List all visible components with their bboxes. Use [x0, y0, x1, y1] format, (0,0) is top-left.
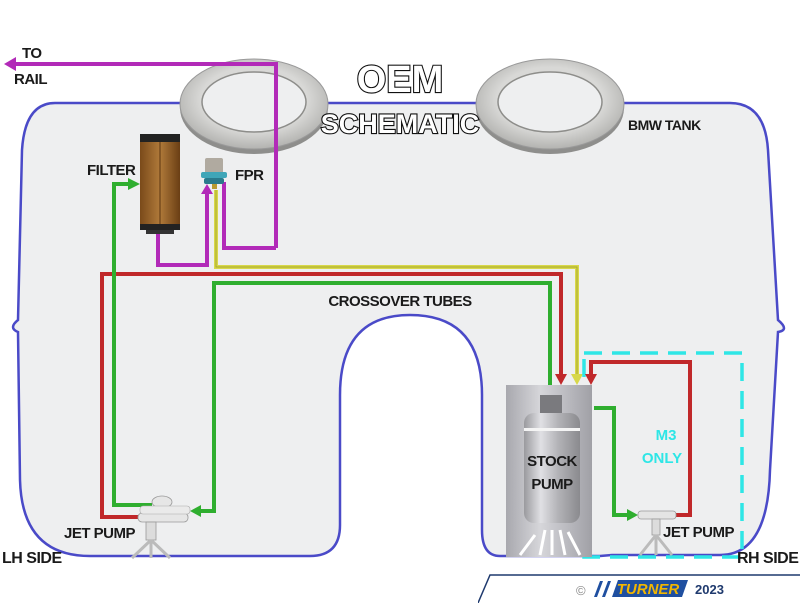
supply-arrow-icon: [555, 374, 567, 385]
tank-hump: [342, 318, 480, 560]
crossover-arrow-icon: [190, 505, 201, 517]
m3-only-label-1: M3: [656, 427, 677, 444]
lh-side-label: LH SIDE: [2, 550, 62, 567]
stock-pump-label-1: STOCK: [527, 453, 577, 470]
return-right-arrow-icon: [627, 509, 638, 521]
footer-year: 2023: [695, 582, 724, 597]
supply-line-left: [100, 272, 563, 519]
turner-brand-text: TURNER: [617, 581, 680, 598]
supply-line-right: [589, 360, 692, 517]
rh-side-label: RH SIDE: [737, 550, 799, 567]
fpr-label: FPR: [235, 167, 264, 184]
copyright-symbol: ©: [576, 583, 586, 598]
right-lock-ring: [475, 58, 625, 154]
to-rail-arrow-icon: [4, 57, 16, 71]
stock-pump-label-2: PUMP: [531, 476, 573, 493]
regulator-arrow-icon: [571, 374, 583, 385]
jet-pump-left-label: JET PUMP: [64, 525, 136, 542]
title-oem: OEM: [357, 59, 444, 101]
jet-pump-right-label: JET PUMP: [663, 524, 735, 541]
return-line-filter: [112, 182, 152, 507]
turner-logo-badge: [612, 580, 688, 597]
to-rail-label-1: TO: [22, 45, 42, 62]
fuel-filter: [140, 134, 180, 234]
supply-right-arrow-icon: [585, 374, 597, 385]
crossover-line: [198, 281, 552, 513]
bmw-tank-label: BMW TANK: [628, 117, 701, 133]
fpr-return-line: [222, 182, 276, 250]
filter-to-fpr-line: [156, 192, 209, 267]
crossover-tubes-label: CROSSOVER TUBES: [328, 293, 472, 310]
left-jet-pump: [130, 495, 191, 560]
fpr-inlet-arrow-icon: [201, 184, 213, 194]
m3-only-label-2: ONLY: [642, 450, 682, 467]
left-lock-ring: [179, 58, 329, 154]
filter-inlet-arrow-icon: [128, 178, 140, 190]
right-jet-pump: [637, 510, 677, 556]
return-line-right: [594, 406, 628, 517]
filter-label: FILTER: [87, 162, 136, 179]
title-schematic: SCHEMATIC: [321, 109, 480, 139]
turner-stripes-icon: [594, 581, 611, 597]
stock-pump: [506, 385, 592, 557]
to-rail-label-2: RAIL: [14, 71, 47, 88]
turner-watermark: © TURNER 2023: [478, 574, 800, 603]
fuel-pressure-regulator: [201, 158, 227, 189]
feed-line-to-rail: [14, 62, 278, 248]
